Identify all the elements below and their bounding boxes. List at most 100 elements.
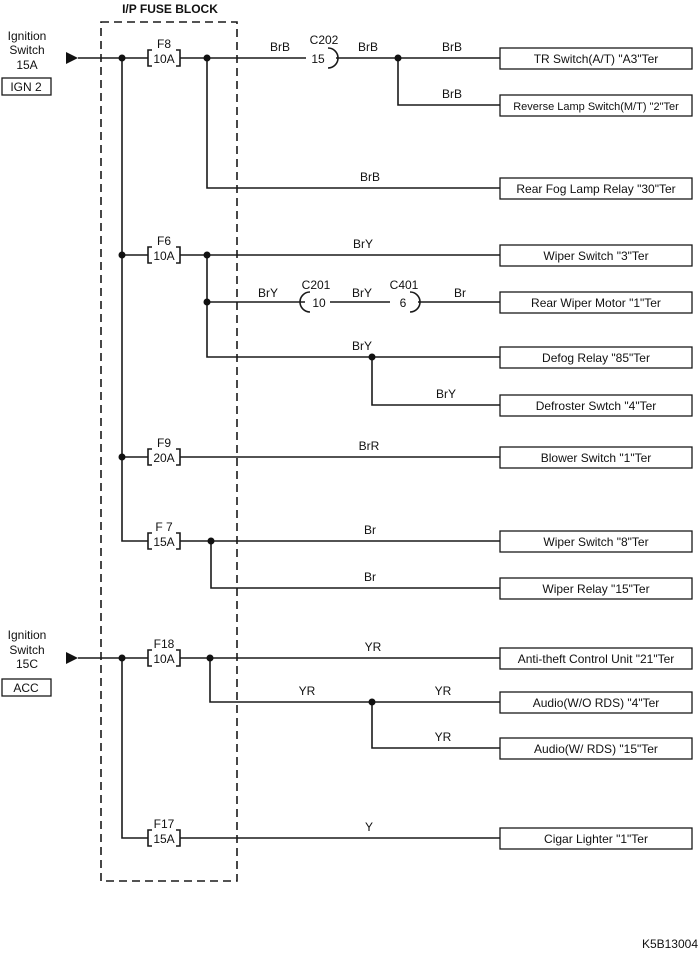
fuse-bracket-icon: [147, 649, 181, 667]
component-terminal: Reverse Lamp Switch(M/T) "2"Ter: [499, 94, 693, 117]
junctions: [118, 54, 402, 706]
fuse-rating: 10A: [153, 652, 174, 666]
junction-dot: [207, 537, 215, 545]
component-terminal: Blower Switch "1"Ter: [499, 446, 693, 469]
junction-dot: [203, 298, 211, 306]
connector-name: C202: [310, 33, 339, 47]
connector-c401: C401 6: [390, 278, 421, 313]
wire-labels: BrB BrB BrB BrB BrB BrY BrY BrY Br BrY B…: [258, 40, 466, 834]
component-label: Anti-theft Control Unit "21"Ter: [518, 652, 675, 666]
component-label: Audio(W/ RDS) "15"Ter: [534, 742, 658, 756]
junction-dot: [368, 353, 376, 361]
component-box: [499, 737, 693, 760]
source-tag: IGN 2: [10, 80, 42, 94]
fuse-name: F17: [154, 817, 175, 831]
wire-label: BrB: [442, 87, 462, 101]
component-box: [499, 94, 693, 117]
component-label: Cigar Lighter "1"Ter: [544, 832, 648, 846]
connector-symbol-icon: [327, 47, 339, 69]
wire-label: Br: [454, 286, 466, 300]
component-label: TR Switch(A/T) "A3"Ter: [534, 52, 659, 66]
junction-dot: [118, 654, 126, 662]
component-terminal: Wiper Relay "15"Ter: [499, 577, 693, 600]
wire-label: BrB: [360, 170, 380, 184]
source-label-line2: Switch: [9, 43, 44, 57]
wire-label: Br: [364, 523, 376, 537]
source-tag: ACC: [13, 681, 39, 695]
component-box: [499, 177, 693, 200]
wire-label: BrY: [352, 286, 372, 300]
fuse-bracket-icon: [147, 532, 181, 550]
fuse-block-title: I/P FUSE BLOCK: [122, 2, 218, 16]
wire-label: YR: [365, 640, 382, 654]
component-terminal: Defog Relay "85"Ter: [499, 346, 693, 369]
fuse-name: F18: [154, 637, 175, 651]
component-terminal: Defroster Swtch "4"Ter: [499, 394, 693, 417]
wire-label: YR: [435, 684, 452, 698]
source-tag-box: [1, 678, 52, 697]
source-label-line3: 15A: [16, 58, 37, 72]
component-box: [499, 394, 693, 417]
diagram-id: K5B13004: [642, 937, 698, 951]
junction-dot: [203, 54, 211, 62]
fuse-name: F9: [157, 436, 171, 450]
fuse-rating: 20A: [153, 451, 174, 465]
component-terminal: Audio(W/ RDS) "15"Ter: [499, 737, 693, 760]
wire-label: BrY: [436, 387, 456, 401]
connector-pin: 6: [400, 296, 407, 310]
component-terminal: Rear Fog Lamp Relay "30"Ter: [499, 177, 693, 200]
source-label-line2: Switch: [9, 643, 44, 657]
fuse-bracket-icon: [147, 49, 181, 67]
component-terminal: Rear Wiper Motor "1"Ter: [499, 291, 693, 314]
fuse-block-outline: [100, 21, 238, 882]
component-terminal: Anti-theft Control Unit "21"Ter: [499, 647, 693, 670]
wire-label: YR: [299, 684, 316, 698]
junction-dot: [394, 54, 402, 62]
component-terminal: TR Switch(A/T) "A3"Ter: [499, 47, 693, 70]
wire-label: BrY: [353, 237, 373, 251]
wires: [78, 57, 500, 839]
fuse-rating: 15A: [153, 535, 174, 549]
junction-dot: [206, 654, 214, 662]
wire-label: BrY: [352, 339, 372, 353]
source-arrow-icon: [66, 652, 78, 664]
component-terminal: Wiper Switch "8"Ter: [499, 530, 693, 553]
component-box: [499, 446, 693, 469]
connector-symbol-icon: [299, 291, 311, 313]
connector-symbol-icon: [409, 291, 421, 313]
fuse-name: F8: [157, 37, 171, 51]
junction-dot: [203, 251, 211, 259]
source-acc: Ignition Switch 15C ACC: [1, 628, 78, 697]
source-label-line1: Ignition: [8, 29, 47, 43]
fuse-bracket-icon: [147, 246, 181, 264]
connector-pin: 15: [311, 52, 325, 66]
component-box: [499, 691, 693, 714]
junction-dot: [368, 698, 376, 706]
wire-label: BrB: [442, 40, 462, 54]
fuse-bracket-icon: [147, 448, 181, 466]
junction-dot: [118, 251, 126, 259]
source-label-line1: Ignition: [8, 628, 47, 642]
component-label: Defog Relay "85"Ter: [542, 351, 650, 365]
component-terminal: Audio(W/O RDS) "4"Ter: [499, 691, 693, 714]
wire-label: BrY: [258, 286, 278, 300]
junction-dot: [118, 54, 126, 62]
component-box: [499, 530, 693, 553]
junction-dot: [118, 453, 126, 461]
component-label: Blower Switch "1"Ter: [541, 451, 652, 465]
wire-label: BrB: [358, 40, 378, 54]
wire-label: Y: [365, 820, 373, 834]
component-label: Rear Fog Lamp Relay "30"Ter: [516, 182, 675, 196]
source-tag-box: [1, 77, 52, 96]
fuse-rating: 10A: [153, 52, 174, 66]
wire-label: BrR: [359, 439, 380, 453]
component-box: [499, 346, 693, 369]
